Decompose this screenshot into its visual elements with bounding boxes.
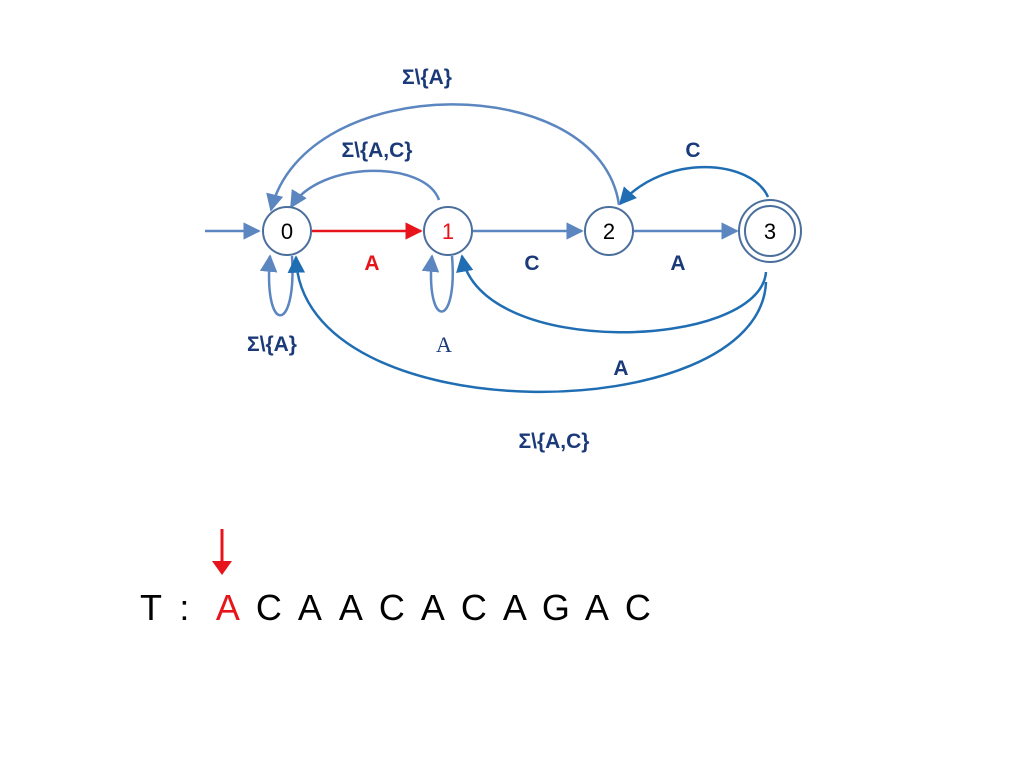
- label-transition-3-2: C: [685, 139, 700, 162]
- state-1-label: 1: [442, 219, 454, 244]
- text-char: C: [255, 587, 282, 628]
- text-char: A: [420, 587, 445, 628]
- state-3-label: 3: [764, 219, 776, 244]
- state-2-label: 2: [603, 219, 615, 244]
- text-char: A: [584, 587, 609, 628]
- text-char: A: [502, 587, 527, 628]
- state-3-accepting: 3: [738, 199, 802, 263]
- text-char: C: [378, 587, 405, 628]
- label-transition-3-0: Σ\{A,C}: [519, 430, 590, 453]
- label-transition-1-0: Σ\{A,C}: [342, 139, 413, 162]
- state-0: 0: [262, 206, 312, 256]
- input-text-row: T : A C A A C A C A G A C: [140, 584, 658, 632]
- transition-3-0: [287, 255, 768, 394]
- transition-2-0: [266, 103, 621, 212]
- text-char: G: [541, 587, 570, 628]
- label-self-loop-0: Σ\{A}: [247, 333, 297, 356]
- text-prefix: T :: [140, 587, 194, 628]
- text-char: A: [297, 587, 322, 628]
- text-char: A: [338, 587, 363, 628]
- label-transition-1-2: C: [524, 252, 539, 275]
- label-transition-3-1: A: [613, 357, 628, 380]
- down-arrow-icon: [212, 529, 232, 575]
- transition-3-1: [456, 254, 768, 334]
- state-2: 2: [584, 206, 634, 256]
- state-1: 1: [423, 206, 473, 256]
- transition-3-2: [618, 165, 770, 206]
- label-self-loop-1: A: [436, 332, 452, 357]
- label-transition-0-1: A: [364, 252, 379, 275]
- text-char: C: [624, 587, 651, 628]
- text-char: C: [460, 587, 487, 628]
- self-loop-0: [259, 254, 294, 317]
- label-transition-2-0: Σ\{A}: [402, 66, 452, 89]
- transition-1-0: [289, 169, 441, 209]
- label-transition-2-3: A: [670, 252, 685, 275]
- state-0-label: 0: [281, 219, 293, 244]
- text-char: A: [215, 587, 240, 628]
- self-loop-1: [421, 254, 454, 313]
